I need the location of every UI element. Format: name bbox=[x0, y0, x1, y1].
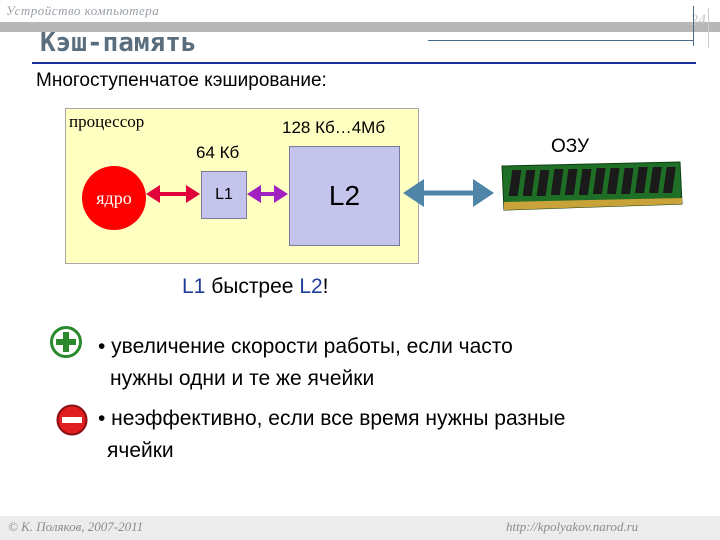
note-l2: L2 bbox=[299, 275, 322, 298]
arrow-l2-ram bbox=[403, 179, 494, 207]
disadvantage-line-1: • неэффективно, если все время нужны раз… bbox=[98, 403, 565, 435]
footer-url: http://kpolyakov.narod.ru bbox=[506, 519, 638, 535]
ram-module-icon bbox=[496, 158, 686, 218]
ram-label: ОЗУ bbox=[551, 136, 589, 158]
arrow-core-l1 bbox=[146, 185, 200, 203]
advantage-line-2: нужны одни и те же ячейки bbox=[98, 363, 513, 395]
footer-copyright: © К. Поляков, 2007-2011 bbox=[8, 519, 143, 535]
note-middle: быстрее bbox=[205, 275, 299, 298]
note-tail: ! bbox=[323, 275, 329, 298]
disadvantage-line-2: ячейки bbox=[98, 435, 565, 467]
note-l1: L1 bbox=[182, 275, 205, 298]
minus-icon bbox=[56, 404, 88, 436]
cache-speed-note: L1 быстрее L2! bbox=[182, 275, 329, 299]
plus-icon bbox=[50, 326, 82, 358]
arrow-l1-l2 bbox=[247, 185, 288, 203]
advantage-line-1: • увеличение скорости работы, если часто bbox=[98, 331, 513, 363]
disadvantage-text: • неэффективно, если все время нужны раз… bbox=[98, 403, 565, 467]
advantage-text: • увеличение скорости работы, если часто… bbox=[98, 331, 513, 395]
